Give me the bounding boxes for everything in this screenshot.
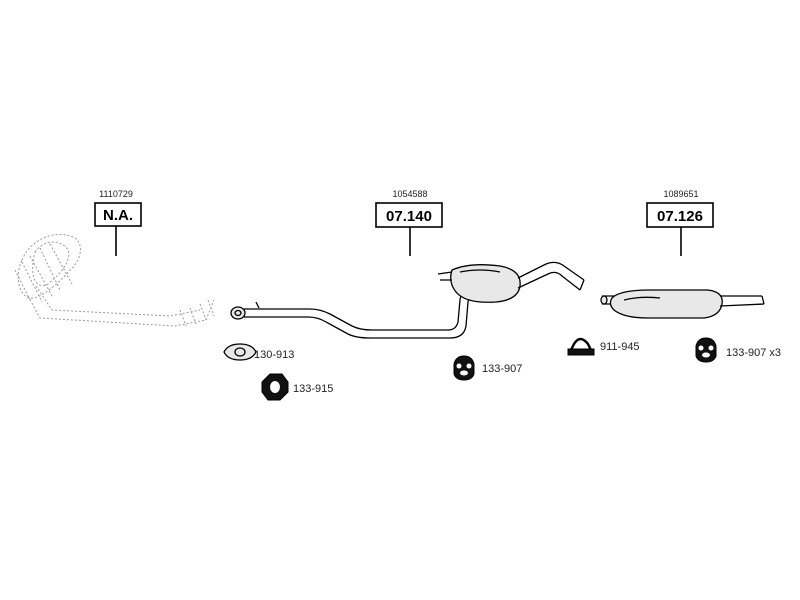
original-number-front-pipe: 1110729 — [99, 189, 133, 199]
part-center-pipe: 1054588 07.140 — [230, 189, 585, 339]
part-front-pipe: 1110729 N.A. — [14, 189, 215, 327]
part-code-rear-silencer[interactable]: 07.126 — [657, 208, 703, 225]
part-code-box-center-pipe[interactable] — [375, 202, 443, 228]
part-rear-silencer: 1089651 07.126 — [600, 189, 765, 319]
accessory-label: 911-945 — [600, 341, 640, 353]
rubber-mount-icon — [261, 373, 289, 401]
original-number-center-pipe: 1054588 — [392, 189, 427, 199]
accessory-133-907-x3[interactable]: 133-907 x3 — [695, 337, 781, 363]
center-pipe-illustration — [230, 261, 585, 339]
part-code-center-pipe[interactable]: 07.140 — [386, 208, 432, 225]
accessory-label: 130-913 — [254, 349, 294, 361]
part-code-box-front-pipe[interactable] — [94, 202, 142, 227]
accessory-133-907[interactable]: 133-907 — [453, 355, 522, 381]
rear-silencer-illustration — [600, 289, 765, 319]
accessory-130-913[interactable]: 130-913 — [223, 343, 294, 361]
part-code-box-rear-silencer[interactable] — [646, 202, 714, 228]
rubber-hanger-icon — [453, 355, 475, 381]
accessory-133-915[interactable]: 133-915 — [261, 373, 333, 401]
rubber-hanger-icon — [695, 337, 717, 363]
accessory-label: 133-915 — [293, 383, 333, 395]
u-clamp-icon — [567, 337, 595, 356]
part-code-front-pipe[interactable]: N.A. — [103, 207, 133, 224]
accessory-label: 133-907 x3 — [726, 347, 781, 359]
accessory-label: 133-907 — [482, 363, 522, 375]
gasket-icon — [223, 343, 257, 361]
accessory-911-945[interactable]: 911-945 — [567, 337, 640, 356]
original-number-rear-silencer: 1089651 — [663, 189, 698, 199]
front-pipe-illustration — [14, 233, 215, 327]
